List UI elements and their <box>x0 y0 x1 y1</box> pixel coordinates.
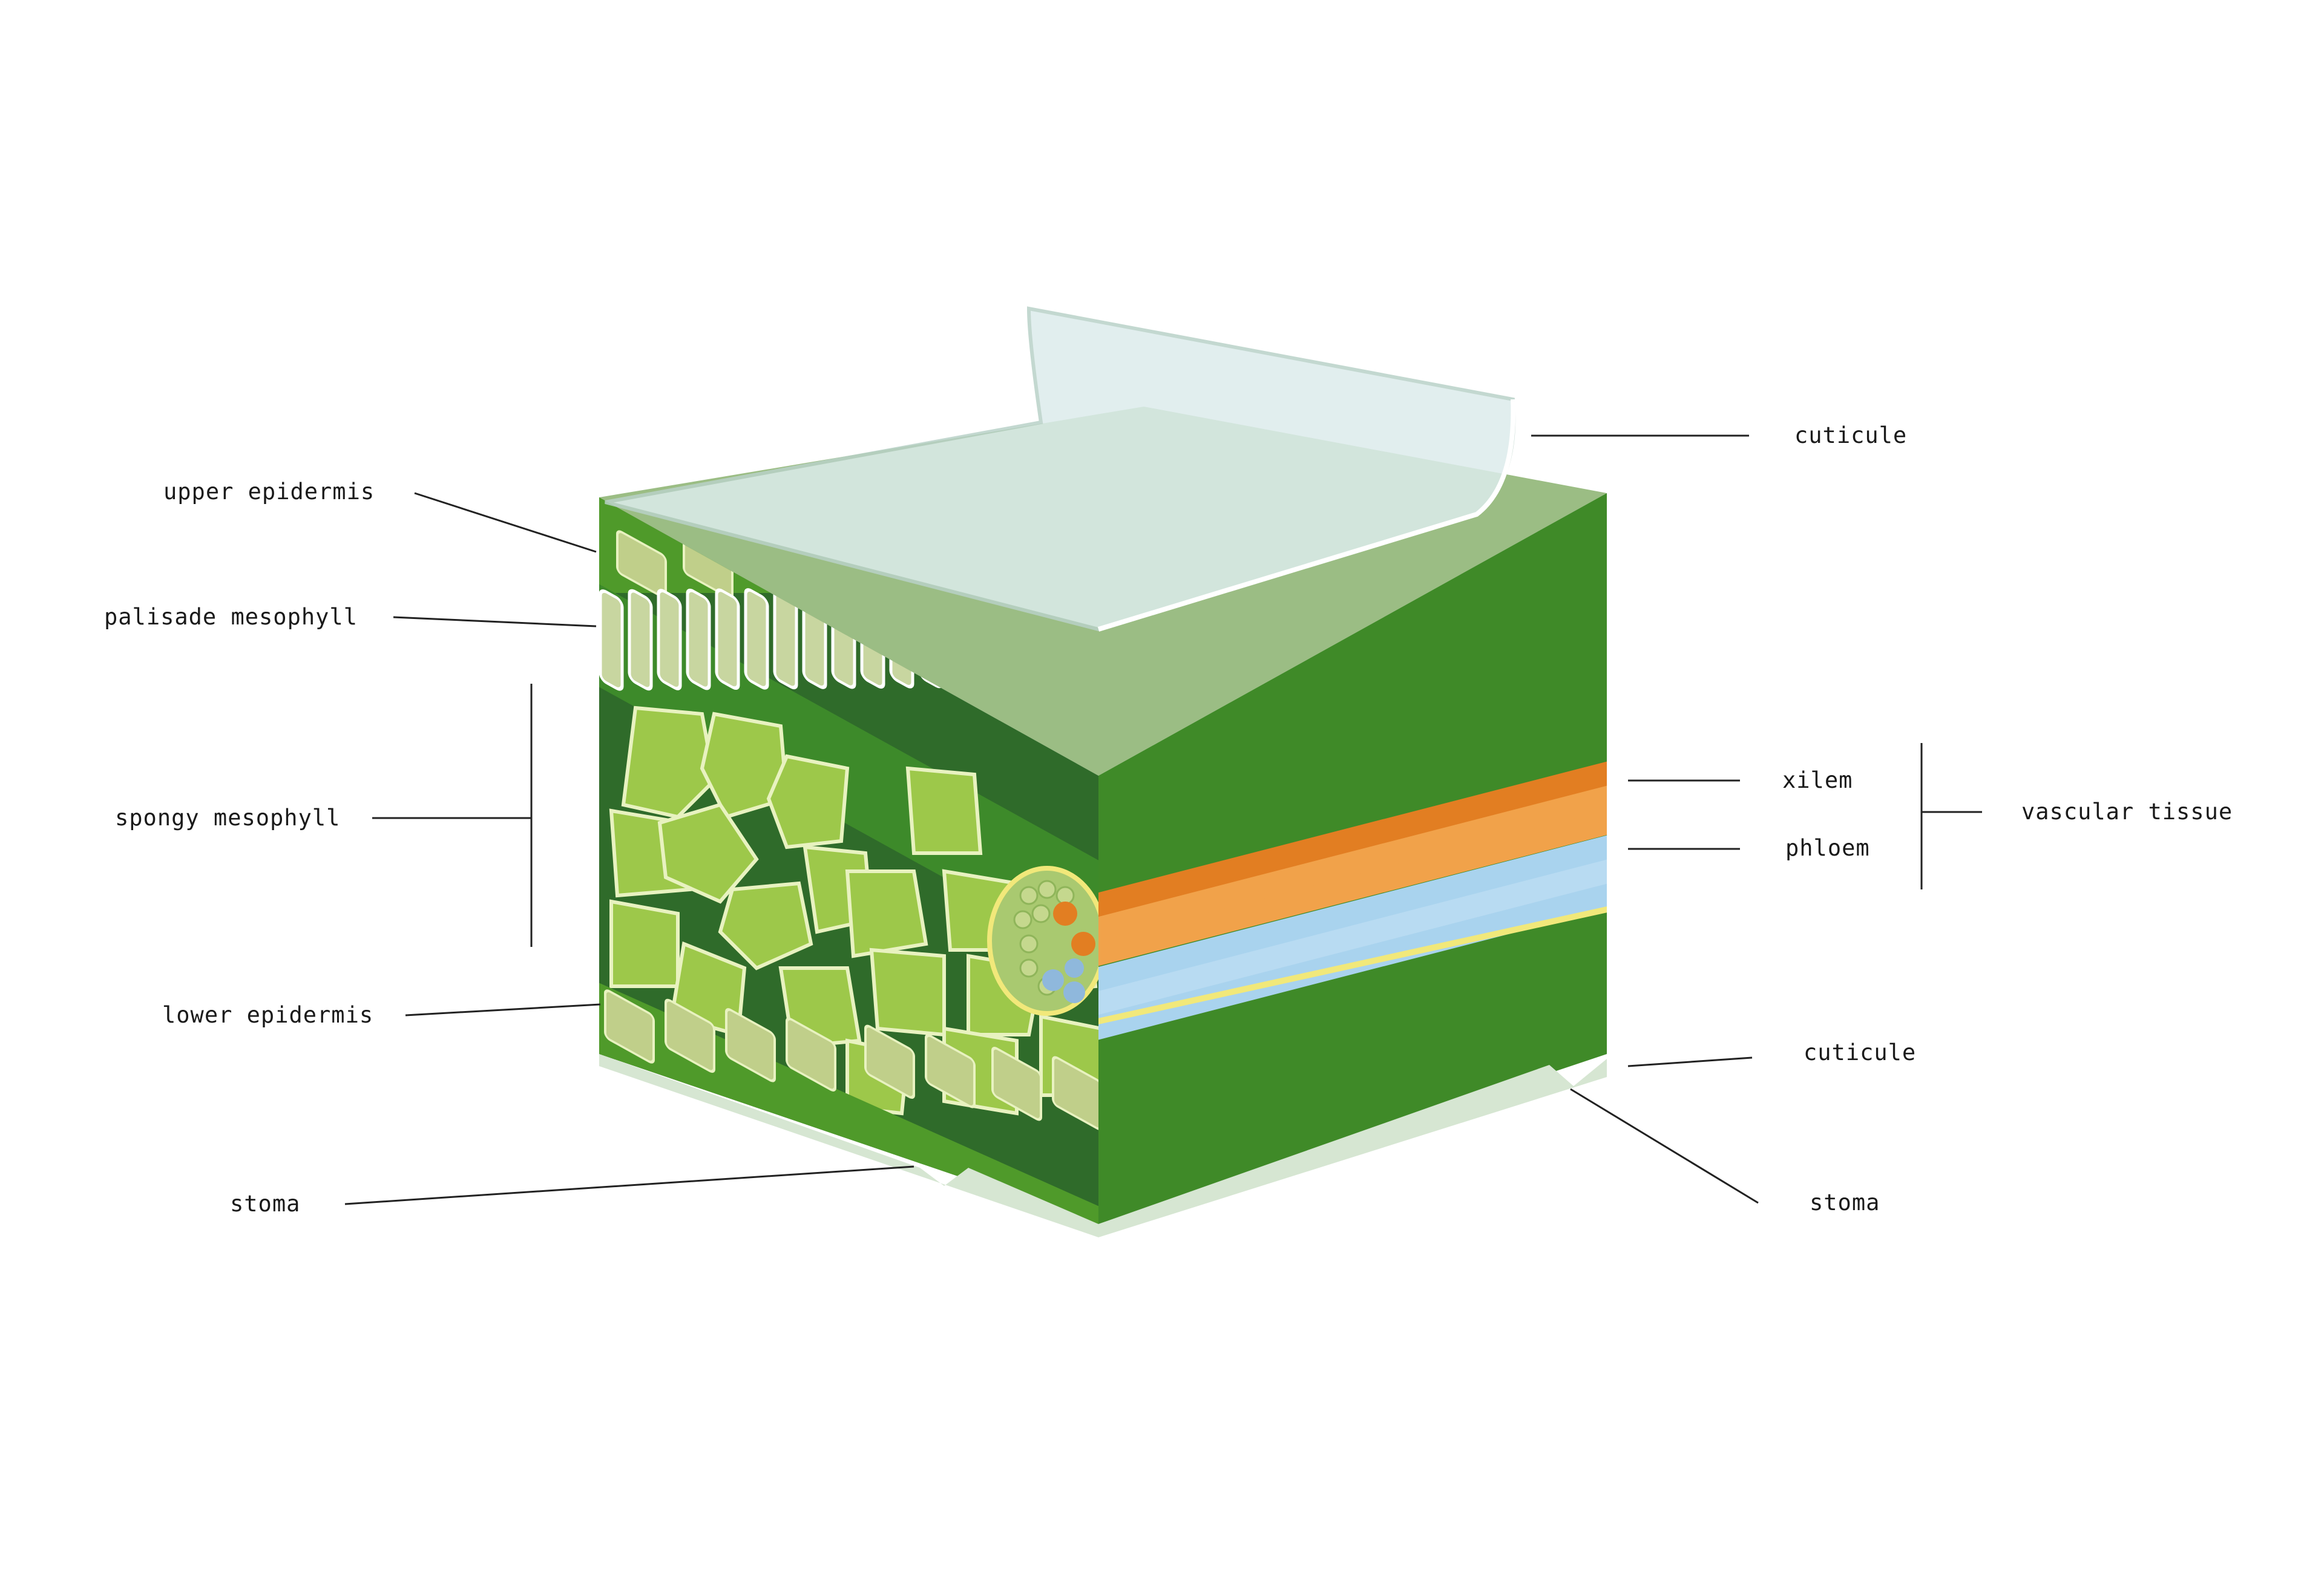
label-cuticle-bottom: cuticule <box>1804 1039 1916 1066</box>
label-stoma-left: stoma <box>230 1191 300 1217</box>
upper-cuticle-peel <box>605 306 1516 632</box>
label-vascular-tissue: vascular tissue <box>2021 799 2233 825</box>
label-stoma-right: stoma <box>1810 1190 1880 1216</box>
label-cuticle-top: cuticule <box>1794 422 1907 448</box>
xylem-tubes <box>1098 761 1607 974</box>
lower-cuticle-side <box>1098 1059 1607 1237</box>
palisade-mesophyll-side <box>1103 0 1597 272</box>
label-xylem: xilem <box>1782 767 1853 793</box>
label-upper-epidermis: upper epidermis <box>163 479 375 505</box>
leader-lines <box>344 434 1982 1205</box>
bundle-sheath-line <box>1098 906 1607 1032</box>
label-phloem: phloem <box>1785 835 1870 861</box>
vascular-bundle-end <box>987 866 1098 1016</box>
spongy-mesophyll-side-upper <box>1108 0 1628 336</box>
labels: cuticule upper epidermis palisade mesoph… <box>104 422 2233 1217</box>
lower-cuticle-front <box>599 1054 1098 1237</box>
label-lower-epidermis: lower epidermis <box>162 1002 373 1028</box>
label-spongy-mesophyll: spongy mesophyll <box>115 805 340 831</box>
lower-epidermis-front <box>599 980 1098 1224</box>
upper-epidermis-side <box>1108 0 1598 161</box>
label-palisade-mesophyll: palisade mesophyll <box>104 604 358 630</box>
